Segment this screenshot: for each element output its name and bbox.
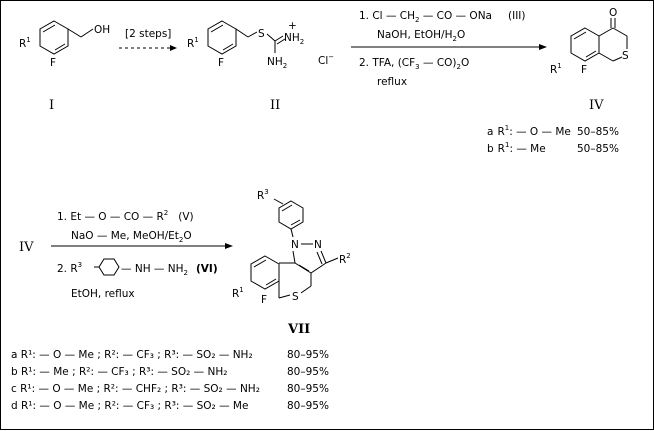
- fluorine: F: [218, 57, 224, 69]
- double-bond: [42, 24, 56, 33]
- phenyl-ring-hydrazine: [98, 258, 120, 276]
- reaction-arrow-2: 1. Cl — CH2 — CO — ONa(III) NaOH, EtOH/H…: [351, 10, 547, 88]
- oh-group: OH: [94, 24, 110, 36]
- conditions-line-3: 2. R3: [57, 261, 82, 275]
- sulfur: S: [258, 28, 265, 40]
- nh2-top: NH2: [284, 32, 304, 46]
- benzo-ring-VII: [250, 255, 280, 290]
- conditions-line-4: reflux: [377, 76, 407, 88]
- double-bond: [316, 251, 323, 265]
- bond: [325, 257, 339, 264]
- bond: [235, 28, 249, 38]
- conditions-line-4: EtOH, reflux: [71, 288, 135, 300]
- arrow-head: [170, 45, 177, 51]
- bond: [598, 27, 614, 37]
- conditions-line-3: 2. TFA, (CF3 — CO)2O: [359, 57, 469, 71]
- sulfur: S: [622, 50, 629, 62]
- double-bond: [585, 50, 597, 58]
- double-bond: [281, 204, 293, 212]
- reaction-arrow-3: 1. Et — O — CO — R2(V) NaO — Me, MeOH/Et…: [51, 209, 233, 300]
- reaction-arrow-1: [2 steps]: [119, 28, 177, 51]
- iv-variant-yield: 50–85%: [577, 143, 619, 155]
- bond: [278, 294, 291, 299]
- compound-II: S + NH2 NH2 Cl− R1 F II: [187, 20, 334, 113]
- nitrogen-1: N: [291, 239, 299, 251]
- conditions-line-2: NaO — Me, MeOH/Et2O: [71, 230, 192, 244]
- vii-variant-row: d R¹: — O — Me ; R²: — CF₃ ; R³: — SO₂ —…: [11, 400, 248, 412]
- double-bond: [276, 38, 286, 45]
- double-bond: [573, 31, 587, 40]
- bond: [598, 52, 614, 62]
- bond: [67, 28, 82, 38]
- r1-substituent: R1: [232, 286, 244, 300]
- double-bond: [222, 43, 234, 51]
- nh2-bottom: NH2: [267, 56, 287, 70]
- bond: [320, 250, 327, 264]
- vii-variants-table: a R¹: — O — Me ; R²: — CF₃ ; R³: — SO₂ —…: [11, 349, 329, 412]
- bond: [80, 28, 94, 38]
- double-bond: [54, 43, 66, 51]
- starting-material-IV: IV: [19, 240, 34, 255]
- fluorine: F: [581, 64, 587, 76]
- vii-variant-yield: 80–95%: [287, 366, 329, 378]
- vii-variant-yield: 80–95%: [287, 400, 329, 412]
- bond: [300, 285, 312, 294]
- double-bond: [253, 259, 267, 268]
- hydrazine-group: — NH — NH2(VI): [121, 263, 218, 277]
- fluorine: F: [50, 57, 56, 69]
- arrow-head: [225, 243, 233, 249]
- vii-variant-row: a R¹: — O — Me ; R²: — CF₃ ; R³: — SO₂ —…: [11, 349, 253, 361]
- r1-substituent: R1: [19, 36, 31, 50]
- compound-label-II: II: [270, 98, 280, 113]
- vii-variant-yield: 80–95%: [287, 349, 329, 361]
- bond: [266, 33, 276, 42]
- compound-IV: O S R1 F IV: [550, 7, 629, 113]
- double-bond: [265, 278, 277, 286]
- bond: [612, 27, 628, 37]
- compound-VII: R3 N N R2 S R1 F VII: [232, 188, 351, 337]
- oxygen: O: [609, 7, 617, 19]
- bond: [273, 198, 284, 205]
- vii-variant-row: c R¹: — O — Me ; R²: — CHF₂ ; R³: — SO₂ …: [11, 383, 260, 395]
- plus-charge: +: [288, 20, 297, 32]
- compound-label-I: I: [49, 98, 54, 113]
- arrow-head: [539, 44, 547, 50]
- double-bond: [290, 219, 301, 226]
- compound-label-VII: VII: [287, 322, 310, 337]
- double-bond: [298, 264, 310, 272]
- compound-label-IV: IV: [589, 98, 604, 113]
- bond: [310, 262, 327, 274]
- bond: [292, 250, 296, 264]
- nitrogen-2: N: [314, 239, 322, 251]
- fluorine: F: [261, 294, 267, 306]
- bond: [290, 228, 294, 238]
- iv-variant-yield: 50–85%: [577, 126, 619, 138]
- r3-substituent: R3: [257, 188, 269, 202]
- conditions-line-1: 1. Et — O — CO — R2(V): [57, 209, 194, 223]
- chloride-counterion: Cl−: [318, 53, 334, 67]
- vii-variant-row: b R¹: — Me ; R²: — CF₃ ; R³: — SO₂ — NH₂: [11, 366, 227, 378]
- conditions-line-1: 1. Cl — CH2 — CO — ONa(III): [359, 10, 525, 24]
- vii-variant-yield: 80–95%: [287, 383, 329, 395]
- bond: [612, 56, 623, 62]
- double-bond: [210, 24, 224, 33]
- compound-I: OH R1 F I: [19, 20, 110, 113]
- bond: [247, 31, 258, 38]
- r2-substituent: R2: [339, 252, 351, 266]
- arrow-label: [2 steps]: [125, 28, 171, 40]
- sulfur: S: [292, 291, 299, 303]
- conditions-line-2: NaOH, EtOH/H2O: [377, 29, 465, 43]
- bond: [274, 35, 284, 42]
- bond: [294, 262, 312, 274]
- r1-substituent: R1: [187, 36, 199, 50]
- r1-substituent: R1: [550, 62, 562, 76]
